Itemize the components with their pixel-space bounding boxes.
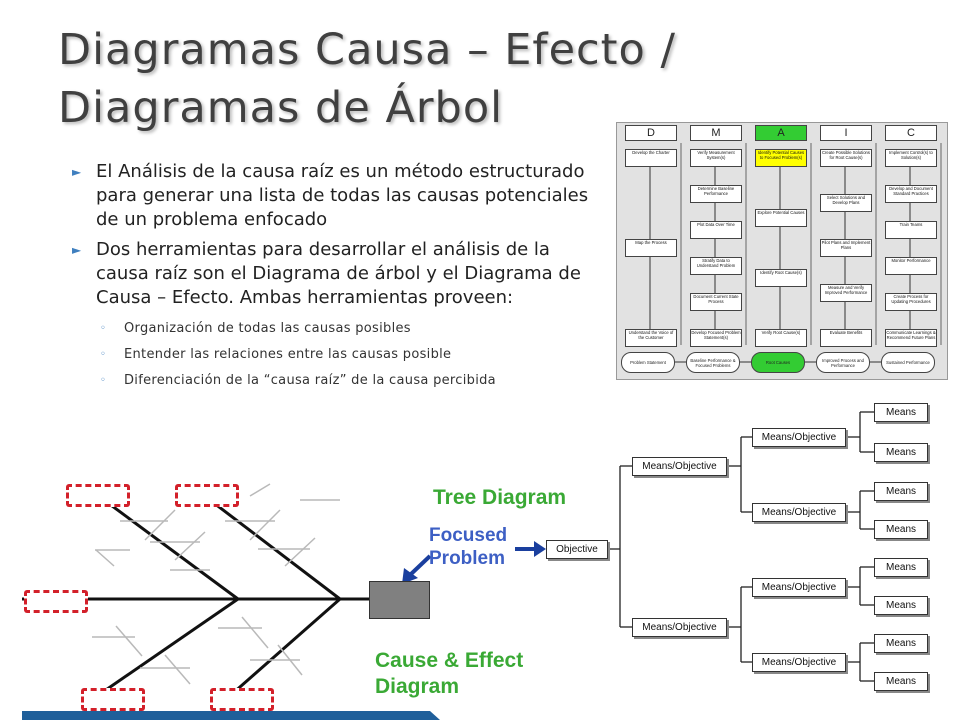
- dmaic-step: Evaluate Benefits: [820, 329, 872, 347]
- dmaic-step: Create Possible Solutions for Root Cause…: [820, 149, 872, 167]
- tree-level2-box: Means/Objective: [752, 428, 846, 447]
- dmaic-connectors: [647, 143, 942, 363]
- cause-box-bottom-right: [210, 688, 274, 711]
- dmaic-step: Map the Process: [625, 239, 677, 257]
- dmaic-step: Develop the Charter: [625, 149, 677, 167]
- dmaic-step: Implement Control(s) to Solution(s): [885, 149, 937, 167]
- tree-connectors: [607, 411, 874, 682]
- fishbone-bone-lower-right: [231, 597, 341, 696]
- tree-leaf-box: Means: [874, 403, 928, 422]
- dmaic-outcome-oval: Problem Statement: [621, 352, 675, 373]
- cause-box-top-left: [66, 484, 130, 507]
- tree-level1-box: Means/Objective: [632, 457, 727, 476]
- ring-bullet-icon: ◦: [100, 349, 107, 360]
- tree-level2-box: Means/Objective: [752, 578, 846, 597]
- bullet-list: ► El Análisis de la causa raíz es un mét…: [72, 160, 602, 391]
- tree-diagram-label: Tree Diagram: [433, 486, 567, 509]
- tree-leaf-box: Means: [874, 596, 928, 615]
- triangle-bullet-icon: ►: [72, 165, 82, 179]
- sub-bullet-item: ◦ Diferenciación de la “causa raíz” de l…: [72, 370, 602, 391]
- dmaic-step: Determine Baseline Performance: [690, 185, 742, 203]
- dmaic-step: Identify Root Cause(s): [755, 269, 807, 287]
- dmaic-step: Verify Measurement System(s): [690, 149, 742, 167]
- objective-arrow-head: [534, 541, 546, 557]
- ring-bullet-icon: ◦: [100, 323, 107, 334]
- dmaic-outcome-oval: Sustained Performance: [881, 352, 935, 373]
- focused-problem-line-1: Focused: [429, 525, 508, 546]
- bullet-item: ► Dos herramientas para desarrollar el a…: [72, 238, 602, 310]
- fishbone-sub-bones: [92, 483, 340, 685]
- dmaic-step: Verify Root Cause(s): [755, 329, 807, 347]
- dmaic-step: Create Process for Updating Procedures: [885, 293, 937, 311]
- dmaic-phase-m: M: [690, 125, 742, 141]
- dmaic-outcome-oval: Baseline Performance & Focused Problems: [686, 352, 740, 373]
- dmaic-outcome-oval: Root Causes: [751, 352, 805, 373]
- dmaic-step: Develop Focused Problem Statement(s): [690, 329, 742, 347]
- focused-problem-label: Focused Problem: [429, 524, 507, 570]
- dmaic-step: Train Teams: [885, 221, 937, 239]
- fishbone-bone-lower-left: [99, 597, 239, 696]
- title-line-2: Diagramas de Árbol: [58, 83, 504, 133]
- focused-arrow-head: [402, 568, 418, 584]
- dmaic-phase-i: I: [820, 125, 872, 141]
- sub-bullet-text: Entender las relaciones entre las causas…: [124, 347, 452, 362]
- dmaic-step: Understand the Voice of the Customer: [625, 329, 677, 347]
- cause-box-bottom-left: [81, 688, 145, 711]
- tree-leaf-box: Means: [874, 672, 928, 691]
- dmaic-step: Communicate Learnings & Recommend Future…: [885, 329, 937, 347]
- dmaic-outcome-oval: Improved Process and Performance: [816, 352, 870, 373]
- dmaic-step: Explore Potential Causes: [755, 209, 807, 227]
- tree-leaf-box: Means: [874, 558, 928, 577]
- tree-root-box: Objective: [546, 540, 608, 559]
- dmaic-step: Document Current State Process: [690, 293, 742, 311]
- dmaic-phase-d: D: [625, 125, 677, 141]
- tree-leaf-box: Means: [874, 634, 928, 653]
- focused-problem-line-2: Problem: [429, 548, 506, 569]
- sub-bullet-item: ◦ Entender las relaciones entre las caus…: [72, 344, 602, 365]
- tree-level1-box: Means/Objective: [632, 618, 727, 637]
- dmaic-step: Select Solutions and Develop Plans: [820, 194, 872, 212]
- cause-box-top-right: [175, 484, 239, 507]
- cause-effect-label: Cause & Effect Diagram: [375, 648, 523, 700]
- fishbone-bone-upper-left: [99, 495, 239, 601]
- dmaic-step: Develop and Document Standard Practices: [885, 185, 937, 203]
- bullet-item: ► El Análisis de la causa raíz es un mét…: [72, 160, 602, 232]
- dmaic-step: Plot Data Over Time: [690, 221, 742, 239]
- bullet-text: Dos herramientas para desarrollar el aná…: [96, 239, 581, 308]
- effect-box: [369, 581, 430, 619]
- sub-bullet-text: Organización de todas las causas posible…: [124, 321, 411, 336]
- tree-leaf-box: Means: [874, 482, 928, 501]
- dmaic-step: Measure and Verify Improved Performance: [820, 284, 872, 302]
- dmaic-phase-a: A: [755, 125, 807, 141]
- tree-leaf-box: Means: [874, 520, 928, 539]
- dmaic-step: Identify Potential Causes to Focused Pro…: [755, 149, 807, 167]
- sub-bullet-text: Diferenciación de la “causa raíz” de la …: [124, 373, 496, 388]
- cause-box-left: [24, 590, 88, 613]
- cause-effect-line-1: Cause & Effect: [375, 649, 524, 672]
- tree-level2-box: Means/Objective: [752, 653, 846, 672]
- dmaic-phase-c: C: [885, 125, 937, 141]
- triangle-bullet-icon: ►: [72, 243, 82, 257]
- ring-bullet-icon: ◦: [100, 375, 107, 386]
- focused-arrow-shaft: [408, 554, 432, 577]
- cause-effect-line-2: Diagram: [375, 675, 460, 698]
- tree-leaf-box: Means: [874, 443, 928, 462]
- fishbone-bone-upper-right: [205, 495, 341, 601]
- title-line-1: Diagramas Causa – Efecto /: [58, 25, 676, 75]
- dmaic-step: Monitor Performance: [885, 257, 937, 275]
- tree-level2-box: Means/Objective: [752, 503, 846, 522]
- dmaic-step: Pilot Plans and Implement Plans: [820, 239, 872, 257]
- sub-bullet-item: ◦ Organización de todas las causas posib…: [72, 318, 602, 339]
- dmaic-step: Stratify Data to Understand Problem: [690, 257, 742, 275]
- footer-band: [22, 711, 440, 720]
- bullet-text: El Análisis de la causa raíz es un métod…: [96, 161, 589, 230]
